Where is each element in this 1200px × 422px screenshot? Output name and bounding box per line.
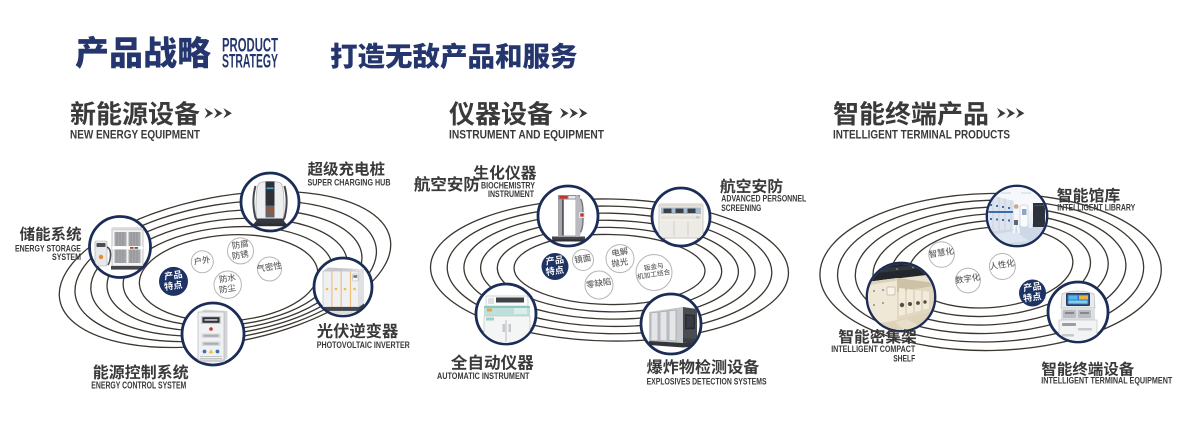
svg-text:ADVANCED PERSONNEL: ADVANCED PERSONNEL	[721, 194, 806, 204]
svg-text:NEW ENERGY EQUIPMENT: NEW ENERGY EQUIPMENT	[70, 128, 200, 142]
svg-text:SYSTEM: SYSTEM	[52, 252, 81, 263]
svg-text:SCREENING: SCREENING	[721, 203, 761, 213]
svg-text:INTELLIGENT TERMINAL EQUIPMENT: INTELLIGENT TERMINAL EQUIPMENT	[1041, 375, 1173, 385]
svg-text:INSTRUMENT: INSTRUMENT	[488, 189, 534, 199]
svg-text:INTELLIGENT TERMINAL PRODUCTS: INTELLIGENT TERMINAL PRODUCTS	[833, 128, 1010, 142]
svg-text:ENERGY CONTROL SYSTEM: ENERGY CONTROL SYSTEM	[91, 380, 186, 391]
svg-text:PRODUCT: PRODUCT	[222, 34, 278, 56]
svg-text:INTELLIGENT LIBRARY: INTELLIGENT LIBRARY	[1057, 202, 1135, 212]
svg-text:PHOTOVOLTAIC INVERTER: PHOTOVOLTAIC INVERTER	[317, 340, 410, 351]
svg-text:BIOCHEMISTRY: BIOCHEMISTRY	[481, 181, 535, 191]
svg-text:ENERGY STORAGE: ENERGY STORAGE	[15, 244, 81, 255]
svg-text:INSTRUMENT AND EQUIPMENT: INSTRUMENT AND EQUIPMENT	[449, 128, 604, 142]
svg-text:EXPLOSIVES DETECTION SYSTEMS: EXPLOSIVES DETECTION SYSTEMS	[647, 377, 767, 388]
svg-text:SUPER CHARGING HUB: SUPER CHARGING HUB	[308, 178, 391, 189]
svg-text:SHELF: SHELF	[893, 354, 915, 364]
svg-text:STRATEGY: STRATEGY	[222, 50, 278, 72]
svg-text:AUTOMATIC INSTRUMENT: AUTOMATIC INSTRUMENT	[437, 371, 530, 382]
svg-text:INTELLIGENT COMPACT: INTELLIGENT COMPACT	[831, 344, 915, 354]
